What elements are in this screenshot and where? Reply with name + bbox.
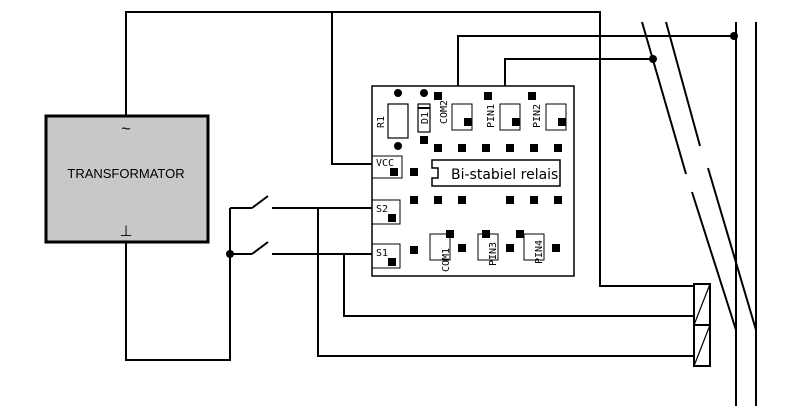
relay-board: R1 D1 COM2 PIN1 PIN2 VCC Bi-s (371, 85, 575, 277)
pad (458, 144, 466, 152)
pad (530, 196, 538, 204)
wire-return (125, 208, 231, 361)
rail-diverging-1a (641, 21, 687, 175)
track-connection-dot (649, 55, 657, 63)
pad (552, 244, 560, 252)
pad (394, 89, 402, 97)
label-pin2: PIN2 (532, 104, 543, 128)
terminal-s1 (371, 243, 401, 269)
resistor-r1 (387, 103, 409, 139)
label-s2: S2 (376, 204, 388, 215)
coil-mark (693, 283, 711, 326)
pad (554, 196, 562, 204)
label-com1: COM1 (441, 248, 452, 272)
wire-vcc (331, 12, 372, 165)
rail-diverging-1b (691, 191, 737, 331)
pad (388, 258, 396, 266)
pad (482, 144, 490, 152)
pad (410, 196, 418, 204)
pad (388, 214, 396, 222)
pad (516, 230, 524, 238)
pad (506, 196, 514, 204)
track (641, 21, 757, 406)
pad (446, 230, 454, 238)
wire-top-supply (125, 11, 694, 287)
pad (528, 92, 536, 100)
track-connection-dot (730, 32, 738, 40)
wire-s2-motor (317, 208, 694, 357)
terminal-com1 (429, 233, 451, 261)
terminal-pin3 (477, 233, 499, 261)
terminal-pin4 (523, 233, 545, 261)
pad (394, 142, 402, 150)
terminal-vcc (371, 155, 403, 179)
pad (434, 144, 442, 152)
pad (434, 92, 442, 100)
relay-label: Bi-stabiel relais (451, 167, 558, 183)
pad (420, 136, 428, 144)
label-pin4: PIN4 (534, 240, 545, 264)
label-com2: COM2 (439, 100, 450, 124)
label-s1: S1 (376, 248, 388, 259)
rail-diverging-2b (707, 167, 757, 331)
pad (410, 168, 418, 176)
coil-mark (693, 324, 711, 367)
relay-body (431, 159, 561, 187)
pad (458, 196, 466, 204)
switch-s1-lever (251, 241, 269, 255)
label-d1: D1 (420, 112, 431, 124)
transformer-box (44, 114, 210, 244)
transformer-label: TRANSFORMATOR (67, 166, 184, 181)
rail-diverging-2a (665, 21, 701, 147)
pad (512, 118, 520, 126)
transformer: ~ TRANSFORMATOR ⊥ (44, 114, 210, 244)
ground-symbol: ⊥ (119, 223, 132, 240)
switch-s2-lever (251, 195, 269, 209)
diode-d1 (417, 103, 431, 133)
pad (530, 144, 538, 152)
label-pin3: PIN3 (488, 242, 499, 266)
pad (420, 89, 428, 97)
wire-s1-motor (343, 254, 694, 317)
wire-pin1 (504, 58, 653, 86)
pad (506, 144, 514, 152)
label-vcc: VCC (376, 158, 394, 169)
pad (554, 144, 562, 152)
terminal-pin1 (499, 103, 521, 131)
pad (390, 168, 398, 176)
pad (558, 118, 566, 126)
pad (464, 118, 472, 126)
terminal-s2 (371, 199, 401, 225)
junction-dot (226, 250, 234, 258)
wire-com2 (457, 35, 734, 86)
pad (434, 196, 442, 204)
pad (484, 92, 492, 100)
pad (458, 244, 466, 252)
ac-symbol: ~ (121, 121, 130, 138)
pad (506, 244, 514, 252)
terminal-com2 (451, 103, 473, 131)
wires (125, 11, 734, 361)
label-r1: R1 (376, 116, 387, 128)
terminal-pin2 (545, 103, 567, 131)
pad (410, 246, 418, 254)
label-pin1: PIN1 (486, 104, 497, 128)
